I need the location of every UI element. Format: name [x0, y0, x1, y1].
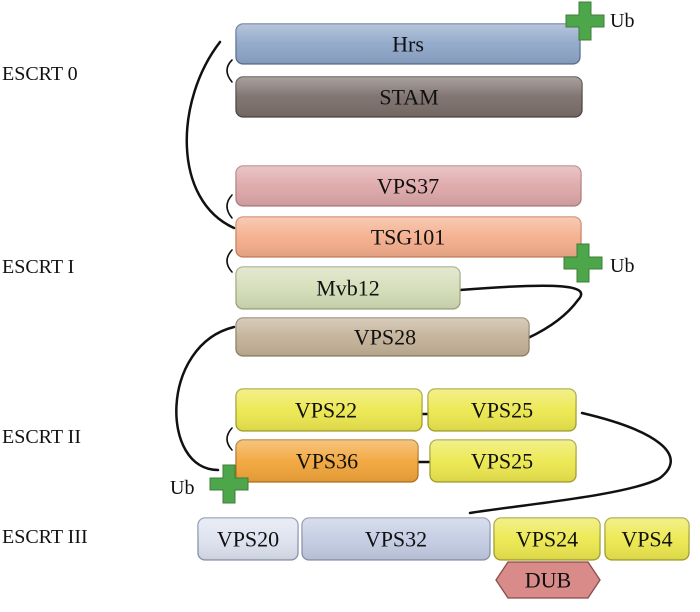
vps25-top-label: VPS25 — [471, 398, 533, 423]
vps32-label: VPS32 — [365, 527, 427, 552]
vps20-box: VPS20 — [197, 517, 299, 561]
vps28-label: VPS28 — [354, 325, 416, 350]
hrs-box: Hrs — [235, 23, 581, 65]
mvb12-vps28-connector — [458, 284, 583, 340]
ub-plus-vps36-icon — [209, 464, 249, 504]
hrs-label: Hrs — [392, 32, 424, 57]
bracket-vps22-vps36 — [226, 427, 233, 451]
escrt-2-label: ESCRT II — [2, 426, 81, 448]
vps36-box: VPS36 — [235, 439, 419, 483]
escrt-1-label: ESCRT I — [2, 256, 74, 278]
escrt-0-label: ESCRT 0 — [2, 63, 78, 85]
tsg101-label: TSG101 — [371, 225, 446, 250]
ub-vps36-label: Ub — [170, 477, 194, 499]
vps25-bottom-label: VPS25 — [471, 449, 533, 474]
vps25-bottom-box: VPS25 — [429, 439, 577, 483]
vps37-box: VPS37 — [235, 165, 582, 207]
ub-hrs-label: Ub — [610, 10, 634, 32]
stam-label: STAM — [379, 85, 438, 110]
bracket-hrs-stam — [226, 59, 233, 83]
vps28-vps36-connector — [175, 325, 236, 472]
ub-plus-tsg101-icon — [563, 243, 603, 283]
vps24-label: VPS24 — [516, 527, 578, 552]
vps22-box: VPS22 — [235, 388, 423, 432]
vps4-label: VPS4 — [621, 527, 672, 552]
vps36-label: VPS36 — [296, 449, 358, 474]
mvb12-label: Mvb12 — [316, 276, 380, 301]
dub-label: DUB — [525, 568, 571, 593]
vps22-label: VPS22 — [295, 398, 357, 423]
ub-plus-hrs-icon — [565, 1, 605, 41]
bracket-tsg101-mvb12 — [226, 249, 233, 273]
hrs-vps37-connector — [185, 40, 236, 230]
vps28-box: VPS28 — [235, 317, 530, 357]
vps37-label: VPS37 — [377, 174, 439, 199]
vps20-label: VPS20 — [217, 527, 279, 552]
vps32-box: VPS32 — [301, 517, 491, 561]
ub-tsg101-label: Ub — [610, 255, 634, 277]
vps24-box: VPS24 — [493, 517, 601, 561]
bracket-vps37-tsg101 — [226, 194, 233, 219]
stam-box: STAM — [235, 76, 583, 118]
vps25-escrt3-connector — [468, 411, 672, 515]
vps4-box: VPS4 — [604, 517, 690, 561]
mvb12-box: Mvb12 — [235, 266, 461, 310]
tsg101-box: TSG101 — [235, 216, 582, 258]
vps25-top-box: VPS25 — [427, 388, 577, 432]
dub-box: DUB — [495, 561, 601, 599]
escrt-3-label: ESCRT III — [2, 526, 88, 548]
